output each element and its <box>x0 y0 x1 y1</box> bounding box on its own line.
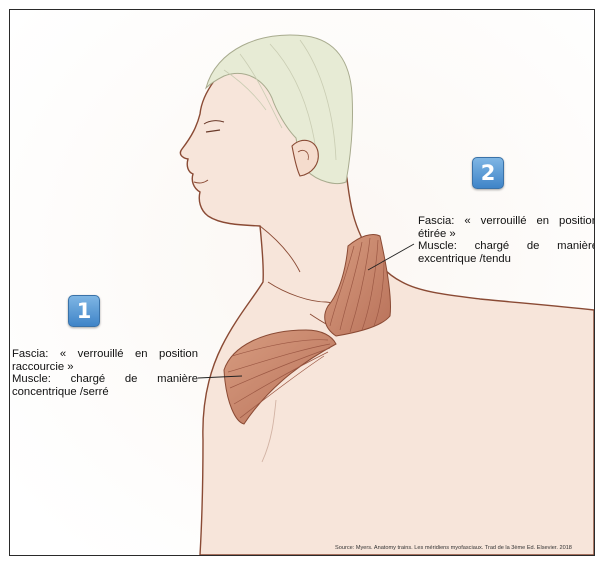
annotation-2-fascia: Fascia: « verrouillé en position <box>418 215 595 228</box>
annotation-1-fascia: Fascia: « verrouillé en position <box>12 348 198 361</box>
annotation-1-muscle: Muscle: chargé de manière <box>12 373 198 386</box>
number-badge-1: 1 <box>68 295 100 327</box>
annotation-2-fascia-cont: étirée » <box>418 228 595 241</box>
annotation-1-muscle-cont: concentrique /serré <box>12 386 198 399</box>
source-citation: Source: Myers. Anatomy trains. Les mérid… <box>335 545 572 551</box>
annotation-1-fascia-cont: raccourcie » <box>12 361 198 374</box>
diagram-frame: 1 2 Fascia: « verrouillé en position rac… <box>9 9 595 556</box>
annotation-2-muscle: Muscle: chargé de manière <box>418 240 595 253</box>
figure-illustration <box>10 10 594 555</box>
annotation-2-muscle-cont: excentrique /tendu <box>418 253 595 266</box>
annotation-1: Fascia: « verrouillé en position raccour… <box>12 348 198 398</box>
number-badge-2: 2 <box>472 157 504 189</box>
annotation-2: Fascia: « verrouillé en position étirée … <box>418 215 595 265</box>
